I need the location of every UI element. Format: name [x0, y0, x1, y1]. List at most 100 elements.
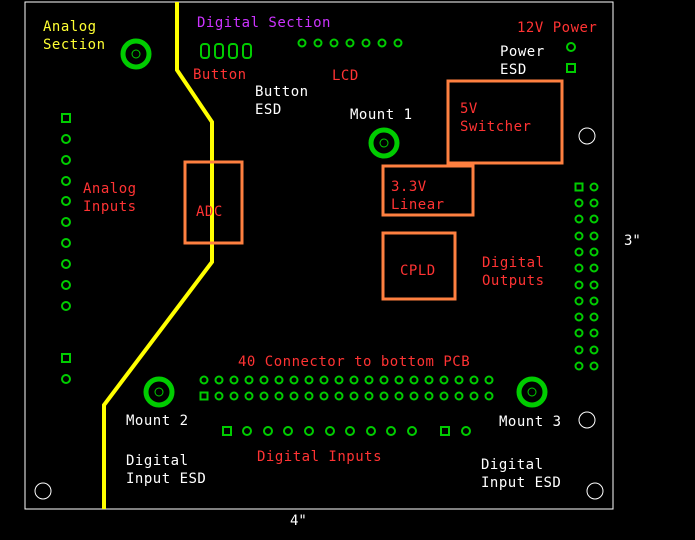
dout-pin-b-4: [589, 247, 599, 257]
analog-pin-7: [61, 280, 71, 290]
digital-input-esd-right-label: Digital Input ESD: [481, 457, 562, 491]
analog-pin-0: [61, 134, 71, 144]
dout-pin-a-11: [574, 361, 584, 371]
conn-bottom-8: [319, 391, 329, 401]
conn-top-1: [214, 375, 224, 385]
conn-top-16: [439, 375, 449, 385]
dout-pin-a-10: [574, 345, 584, 355]
dout-pin-a-4: [574, 247, 584, 257]
mount3-label: Mount 3: [499, 414, 562, 430]
din-pin-5: [345, 426, 355, 436]
conn-bottom-13: [394, 391, 404, 401]
mount-analog-hole-center: [131, 49, 141, 59]
connector-label: 40 Connector to bottom PCB: [238, 354, 471, 370]
dout-pin-a-6: [574, 280, 584, 290]
conn-top-17: [454, 375, 464, 385]
din-pin-0: [242, 426, 252, 436]
digital-inputs-label: Digital Inputs: [257, 449, 383, 465]
adc-label: ADC: [196, 204, 223, 220]
analog-pin-sq: [61, 113, 71, 123]
lcd-pin-6: [393, 38, 403, 48]
conn-bottom-17: [454, 391, 464, 401]
analog-pin-4: [61, 217, 71, 227]
dout-pin-b-3: [589, 231, 599, 241]
conn-top-2: [229, 375, 239, 385]
button-pad-3: [242, 43, 252, 59]
dout-pin-b-11: [589, 361, 599, 371]
conn-top-7: [304, 375, 314, 385]
button-pad-0: [200, 43, 210, 59]
dout-pin-a-8: [574, 312, 584, 322]
analog-pin-last: [61, 374, 71, 384]
cpld-label: CPLD: [400, 263, 436, 279]
din-pin-3: [304, 426, 314, 436]
conn-bottom-19: [484, 391, 494, 401]
dout-pin-b-6: [589, 280, 599, 290]
lcd-pin-3: [345, 38, 355, 48]
analog-pin-sq-2: [61, 353, 71, 363]
corner-hole-3: [578, 411, 596, 429]
dout-pin-b-7: [589, 296, 599, 306]
conn-top-10: [349, 375, 359, 385]
conn-bottom-10: [349, 391, 359, 401]
din-pin-last: [461, 426, 471, 436]
board-outline: [24, 1, 614, 510]
mount1-label: Mount 1: [350, 107, 413, 123]
dout-pin-b-2: [589, 214, 599, 224]
din-pin-6: [366, 426, 376, 436]
power-esd-label: Power ESD: [500, 44, 545, 78]
analog-pin-2: [61, 176, 71, 186]
height-dimension: 3": [624, 233, 641, 249]
button-pad-2: [228, 43, 238, 59]
din-pin-7: [386, 426, 396, 436]
analog-pin-6: [61, 259, 71, 269]
adc-box: [183, 160, 244, 245]
din-pin-1: [263, 426, 273, 436]
conn-bottom-1: [214, 391, 224, 401]
conn-bottom-5: [274, 391, 284, 401]
mount2-hole-center: [154, 387, 164, 397]
dout-pin-a-7: [574, 296, 584, 306]
conn-bottom-7: [304, 391, 314, 401]
conn-bottom-9: [334, 391, 344, 401]
cpld-box: [381, 231, 457, 301]
digital-input-esd-left-label: Digital Input ESD: [126, 453, 207, 487]
analog-pin-5: [61, 238, 71, 248]
corner-hole-1: [34, 482, 52, 500]
din-pin-8: [407, 426, 417, 436]
analog-inputs-label: Analog Inputs: [83, 181, 137, 215]
power-pin-1: [566, 42, 576, 52]
width-dimension: 4": [290, 513, 307, 529]
power-12v-label: 12V Power: [517, 20, 598, 36]
lcd-pin-5: [377, 38, 387, 48]
conn-top-18: [469, 375, 479, 385]
dout-pin-sq: [574, 182, 584, 192]
dout-pin-b-1: [589, 198, 599, 208]
conn-bottom-14: [409, 391, 419, 401]
mount3-hole: [516, 376, 548, 408]
dout-pin-b-8: [589, 312, 599, 322]
din-pin-sq-2: [440, 426, 450, 436]
din-pin-2: [283, 426, 293, 436]
analog-section-label: Analog Section: [43, 19, 106, 53]
power-pin-2: [566, 63, 576, 73]
conn-top-0: [199, 375, 209, 385]
dout-pin-a-3: [574, 231, 584, 241]
conn-bottom-2: [229, 391, 239, 401]
conn-bottom-6: [289, 391, 299, 401]
conn-top-19: [484, 375, 494, 385]
dout-pin-b-9: [589, 328, 599, 338]
mount1-hole-center: [379, 138, 389, 148]
dout-pin-b-10: [589, 345, 599, 355]
conn-top-9: [334, 375, 344, 385]
lcd-pin-0: [297, 38, 307, 48]
analog-pin-8: [61, 301, 71, 311]
conn-bottom-12: [379, 391, 389, 401]
button-pad-1: [214, 43, 224, 59]
conn-top-15: [424, 375, 434, 385]
mount2-hole: [143, 376, 175, 408]
conn-bottom-4: [259, 391, 269, 401]
conn-top-8: [319, 375, 329, 385]
lcd-pin-1: [313, 38, 323, 48]
